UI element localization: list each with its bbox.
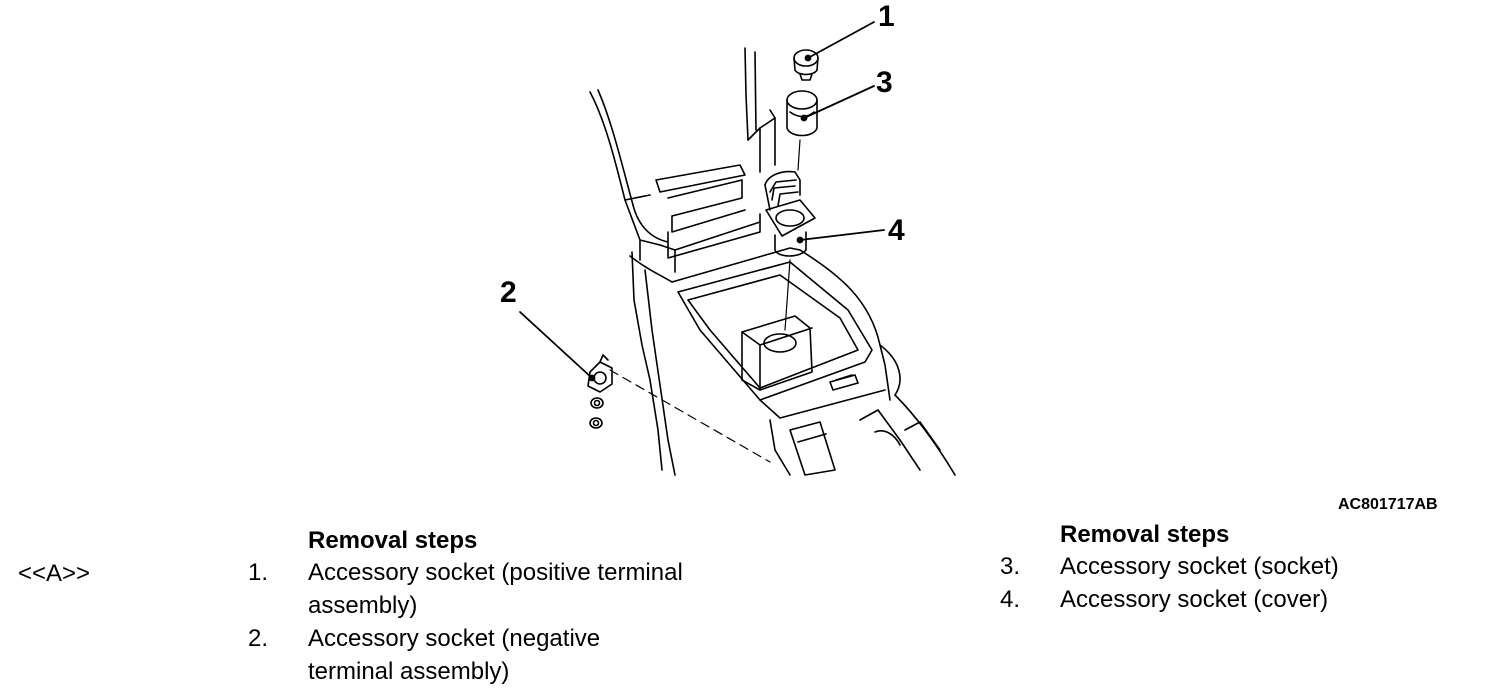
step-text-line: Accessory socket (socket)	[1060, 553, 1339, 580]
console-body	[629, 247, 956, 476]
left-removal-steps: Removal steps 1. Accessory socket (posit…	[248, 526, 768, 688]
figure-code: AC801717AB	[1338, 496, 1438, 513]
step-number: 4.	[1000, 586, 1021, 613]
step-item-4: 4. Accessory socket (cover)	[1000, 583, 1460, 616]
procedure-marker: <<A>>	[18, 560, 91, 587]
console-armrest-lid	[589, 47, 776, 273]
step-number: 3.	[1000, 553, 1021, 580]
step-item-1: 1. Accessory socket (positive terminal a…	[248, 556, 768, 622]
assembly-guide-lines	[609, 139, 801, 463]
step-item-3: 3. Accessory socket (socket)	[1000, 550, 1460, 583]
step-number: 1.	[248, 559, 269, 586]
step-text-line: assembly)	[308, 592, 418, 619]
callout-4: 4	[888, 214, 905, 247]
step-item-2: 2. Accessory socket (negative terminal a…	[248, 622, 768, 688]
step-text-line: Accessory socket (cover)	[1060, 586, 1329, 613]
right-steps-heading: Removal steps	[1060, 521, 1230, 548]
socket-cover	[764, 170, 816, 257]
step-text-line: Accessory socket (positive terminal	[308, 559, 683, 586]
right-removal-steps: Removal steps 3. Accessory socket (socke…	[1000, 520, 1460, 616]
step-text-line: Accessory socket (negative	[308, 625, 601, 652]
callout-leader-lines	[519, 21, 885, 382]
socket-mount-boss	[741, 315, 813, 391]
callout-3: 3	[876, 66, 893, 99]
callout-1: 1	[878, 0, 895, 33]
callout-2: 2	[500, 276, 517, 309]
positive-terminal	[793, 49, 819, 81]
negative-terminal	[587, 354, 613, 429]
step-text-line: terminal assembly)	[308, 658, 510, 685]
step-number: 2.	[248, 625, 269, 652]
left-steps-heading: Removal steps	[308, 527, 478, 554]
console-exploded-illustration	[519, 21, 956, 476]
